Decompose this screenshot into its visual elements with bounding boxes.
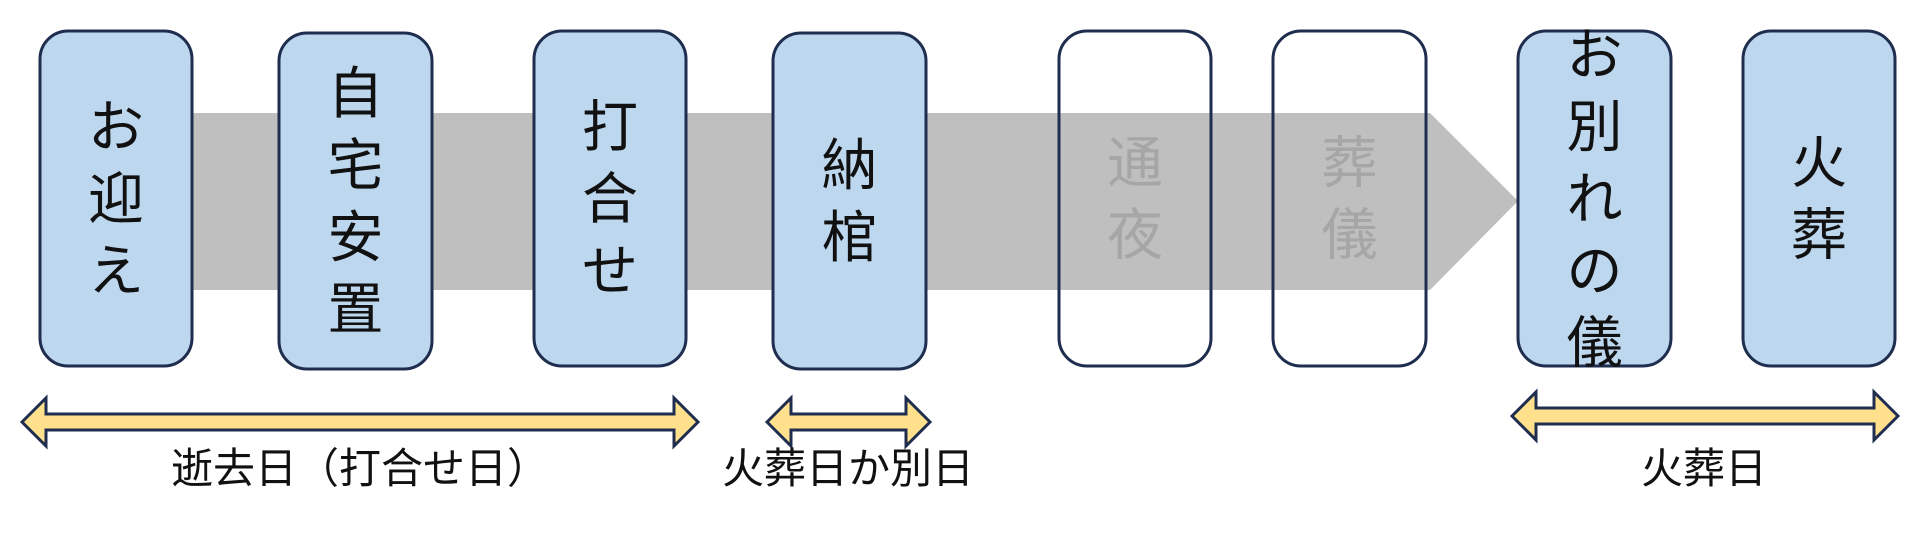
step-label-char: れ: [1567, 168, 1623, 233]
step-label-char: お: [1567, 24, 1623, 89]
step-box: [38, 29, 194, 368]
date-span-3: 火葬日: [1509, 388, 1901, 493]
step-box: [277, 31, 434, 371]
step-label-char: 火: [1791, 132, 1847, 197]
step-label-char: え: [88, 240, 144, 305]
step-label-char: 置: [328, 278, 384, 343]
step-label-char: 迎: [88, 168, 144, 233]
date-span-label: 火葬日: [1641, 444, 1767, 493]
step-label-char: 別: [1567, 96, 1623, 161]
date-span-2: 火葬日か別日: [722, 394, 974, 493]
step-label-char: せ: [582, 240, 638, 305]
flow-step-4: 納棺: [771, 31, 928, 371]
step-label-char: 儀: [1567, 312, 1623, 377]
step-box: [771, 31, 928, 371]
flow-step-1: お迎え: [38, 29, 194, 368]
step-label-char: 棺: [822, 206, 878, 271]
date-span-1: 逝去日（打合せ日）: [19, 394, 701, 493]
step-label-char: の: [1567, 240, 1623, 305]
step-label-char: 通: [1107, 132, 1163, 197]
step-label-char: 打: [582, 96, 638, 161]
flow-step-6: 葬儀: [1271, 29, 1428, 368]
double-arrow-icon: [764, 394, 933, 450]
step-box: [1516, 29, 1673, 368]
flow-step-8: 火葬: [1741, 29, 1897, 368]
date-span-label: 火葬日か別日: [722, 444, 974, 493]
double-arrow-icon: [19, 394, 701, 450]
date-span-label: 逝去日（打合せ日）: [171, 444, 549, 493]
step-box: [1271, 29, 1428, 368]
step-label-char: 自: [328, 62, 384, 127]
step-label-char: 葬: [1322, 132, 1378, 197]
flow-step-5: 通夜: [1057, 29, 1213, 368]
step-label-char: お: [88, 96, 144, 161]
step-label-char: 夜: [1107, 204, 1163, 269]
step-label-char: 合: [582, 168, 638, 233]
step-box: [1741, 29, 1897, 368]
step-label-char: 儀: [1322, 204, 1378, 269]
step-box: [1057, 29, 1213, 368]
flow-step-3: 打合せ: [532, 29, 688, 368]
step-box: [532, 29, 688, 368]
step-label-char: 安: [328, 206, 384, 271]
double-arrow-icon: [1509, 388, 1901, 444]
step-label-char: 宅: [328, 134, 384, 199]
step-label-char: 納: [822, 134, 878, 199]
step-label-char: 葬: [1791, 204, 1847, 269]
